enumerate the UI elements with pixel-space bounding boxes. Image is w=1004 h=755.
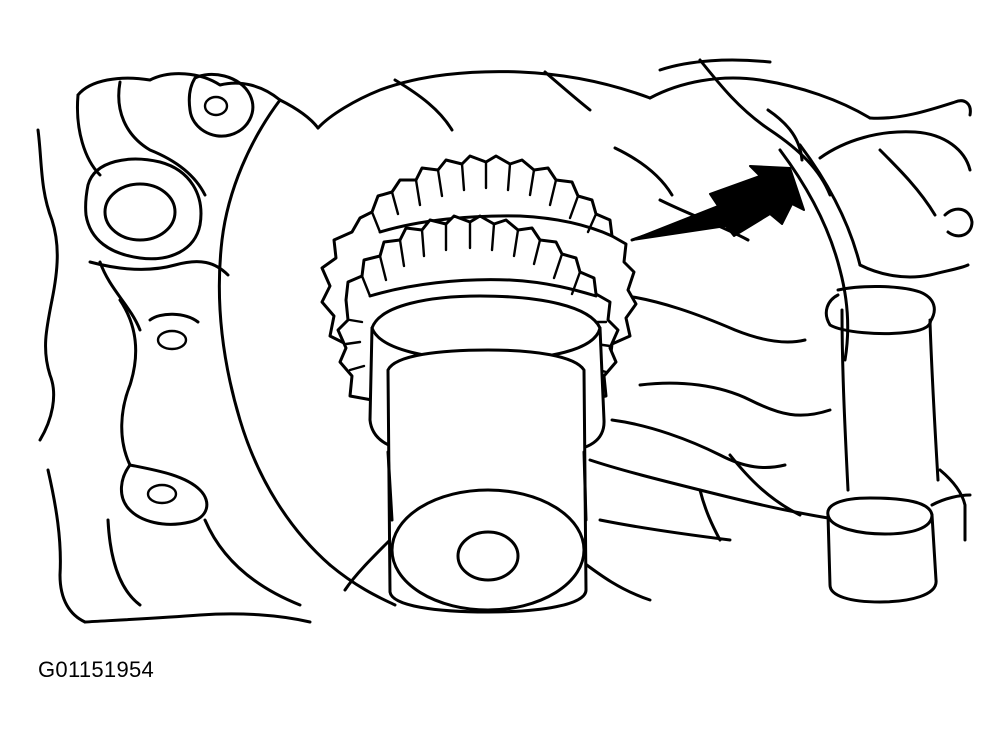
figure-id-label: G01151954	[38, 657, 155, 682]
housing-outline	[36, 58, 974, 624]
arrow-icon	[630, 165, 805, 242]
gear-shaft	[368, 294, 606, 614]
